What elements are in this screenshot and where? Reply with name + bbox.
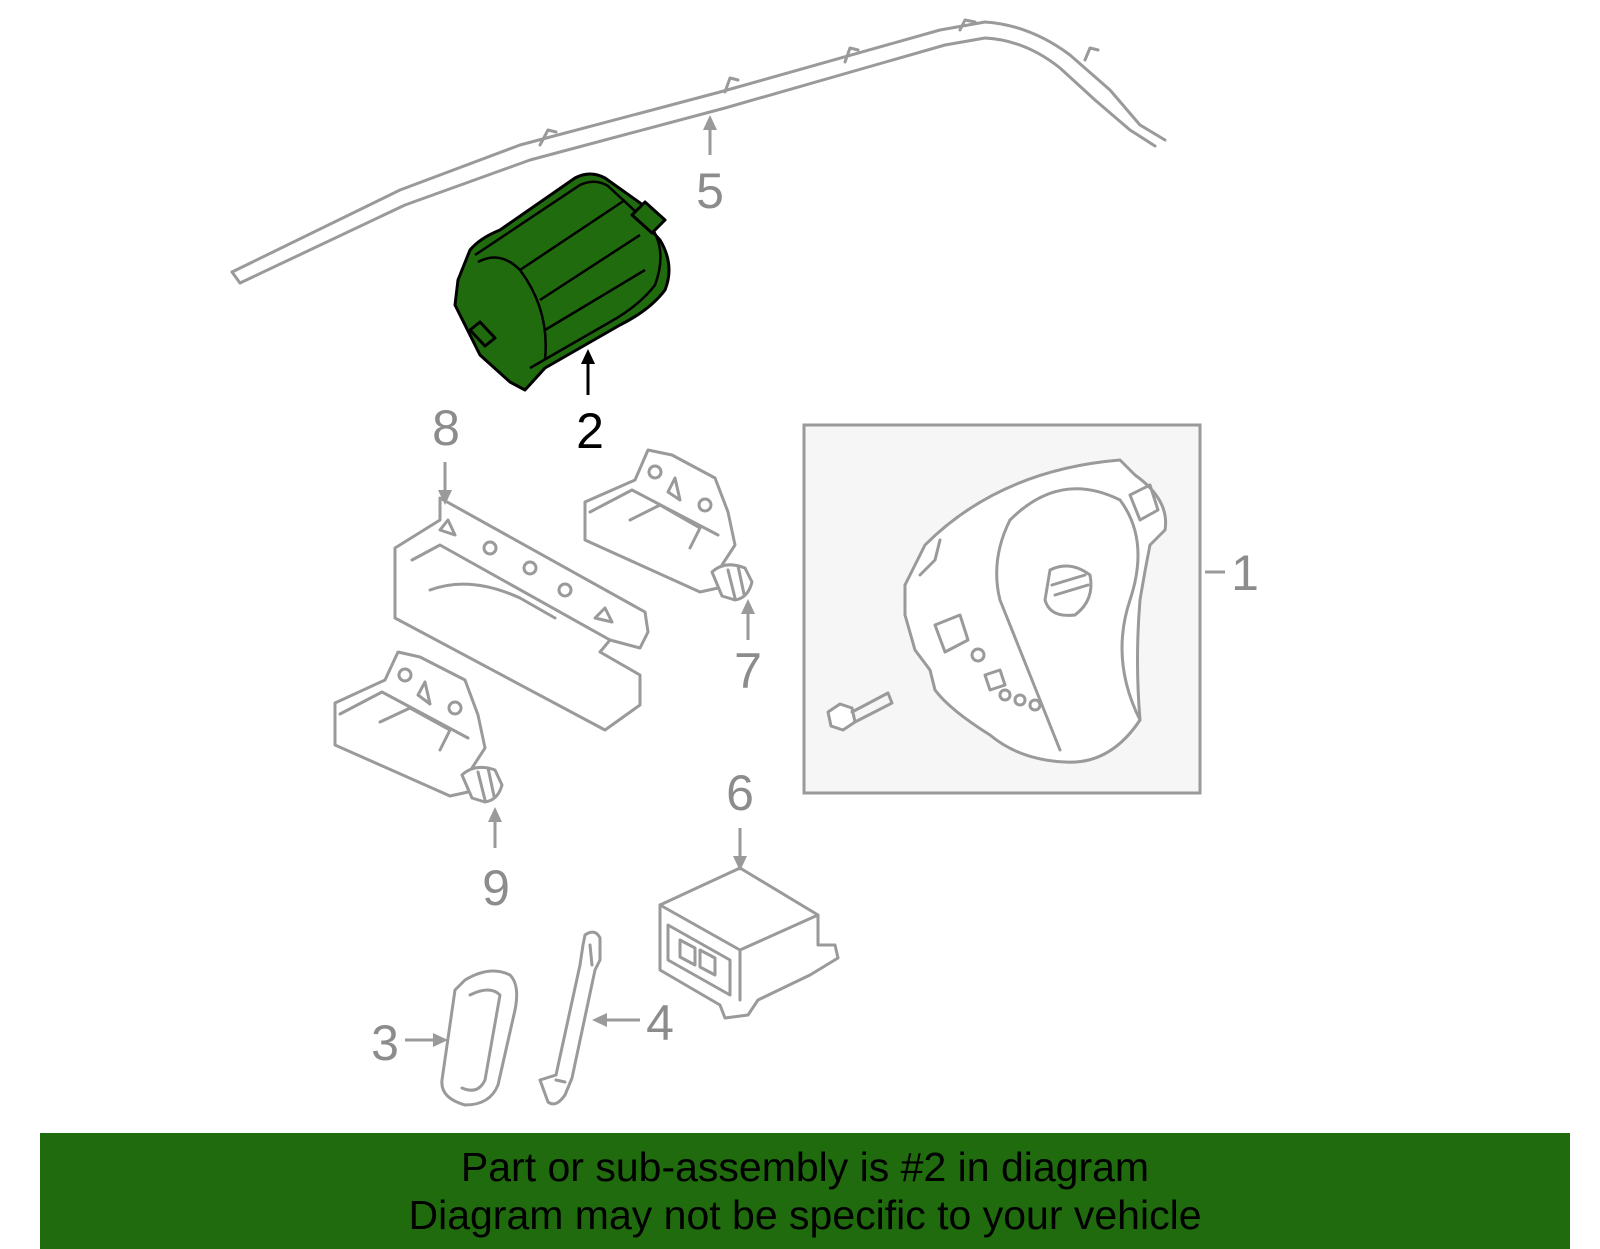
callout-9-label: 9 — [482, 860, 510, 916]
part-4-strap[interactable] — [538, 930, 602, 1106]
callout-9-arrowhead — [488, 807, 502, 822]
banner-line-1: Part or sub-assembly is #2 in diagram — [460, 1144, 1150, 1190]
callout-2-label: 2 — [576, 403, 604, 459]
callout-2-arrowhead — [581, 349, 595, 364]
callout-5-arrowhead — [703, 115, 717, 130]
callout-4-label: 4 — [646, 995, 674, 1051]
part-9-sensor[interactable] — [333, 650, 504, 804]
callout-6-label: 6 — [726, 765, 754, 821]
part-6-control-module[interactable] — [658, 866, 840, 1020]
callout-3-arrowhead — [433, 1033, 448, 1047]
info-banner: Part or sub-assembly is #2 in diagram Di… — [40, 1133, 1570, 1249]
part-8-bracket[interactable] — [393, 496, 650, 732]
part-2-passenger-airbag[interactable] — [453, 172, 671, 392]
part-5-curtain-airbag[interactable] — [230, 18, 1167, 285]
part-3-cover[interactable] — [440, 969, 519, 1107]
callout-7-label: 7 — [734, 643, 762, 699]
callout-1-label: 1 — [1231, 545, 1259, 601]
callout-8-arrowhead — [438, 490, 452, 505]
callout-5-label: 5 — [696, 163, 724, 219]
callout-8-label: 8 — [432, 400, 460, 456]
part-1-driver-airbag[interactable] — [826, 458, 1168, 764]
part-7-sensor[interactable] — [583, 448, 754, 602]
callout-4-arrowhead — [592, 1013, 607, 1027]
banner-line-2: Diagram may not be specific to your vehi… — [408, 1192, 1202, 1238]
callout-3-label: 3 — [371, 1015, 399, 1071]
callout-6-arrowhead — [733, 856, 747, 871]
callout-7-arrowhead — [741, 599, 755, 614]
